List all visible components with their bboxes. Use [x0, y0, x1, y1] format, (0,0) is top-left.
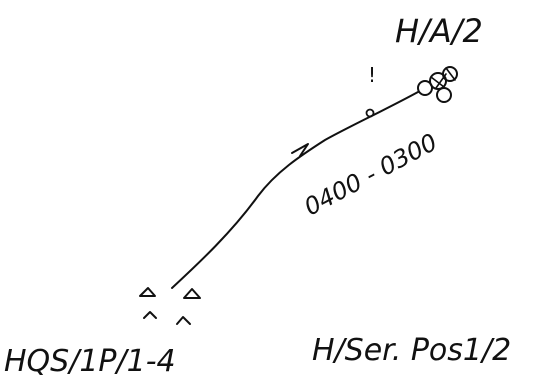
exclamation-marker: !	[368, 63, 376, 87]
triangle-markers-icon	[139, 287, 201, 325]
top-label: H/A/2	[395, 12, 483, 50]
route-arrow-icon	[291, 143, 309, 157]
route-line	[171, 91, 419, 289]
bottom-right-label: H/Ser. Pos1/2	[312, 333, 511, 368]
waypoint-circle	[365, 108, 375, 118]
destination-cluster-icon	[417, 66, 458, 103]
bottom-left-label: HQS/1P/1-4	[4, 344, 176, 379]
